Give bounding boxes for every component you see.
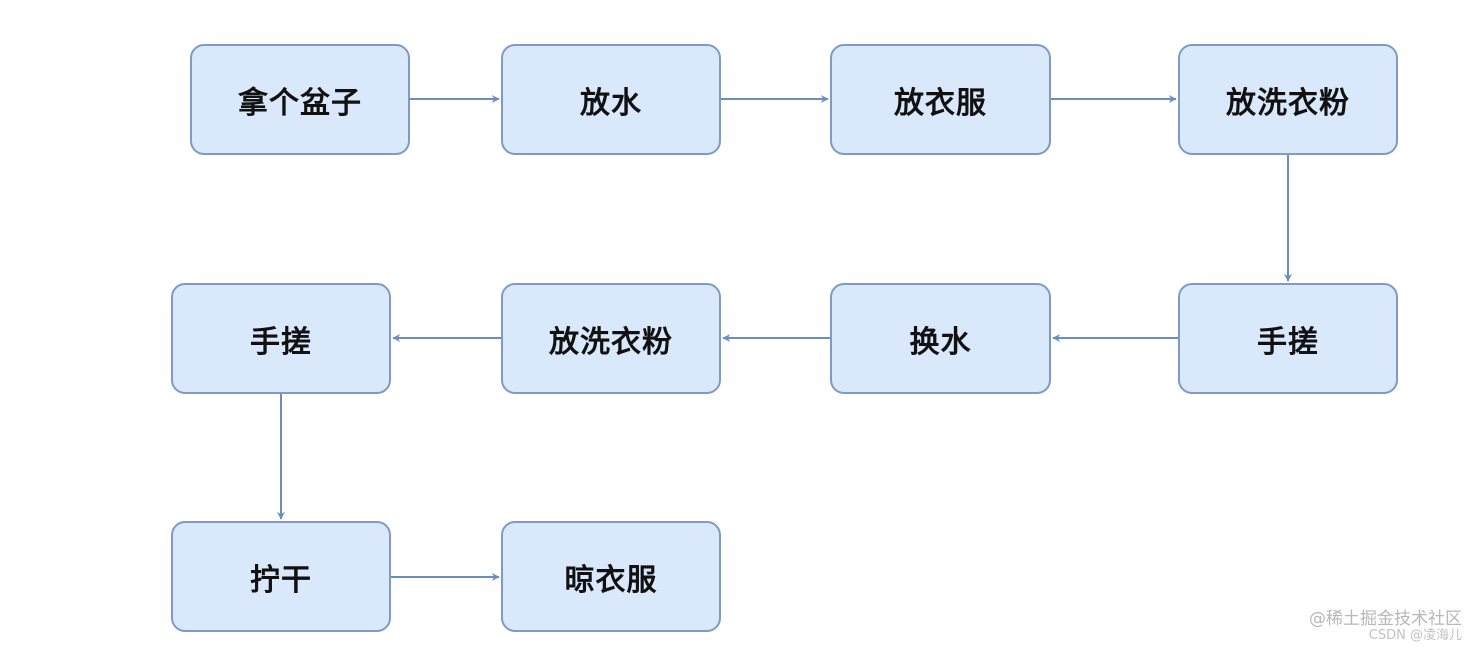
step-hang-clothes: 晾衣服 [501,521,721,632]
watermark-juejin: @稀土掘金技术社区 [1309,609,1462,629]
step-take-basin: 拿个盆子 [190,44,410,155]
step-label: 拧干 [250,562,312,598]
step-label: 换水 [909,324,972,360]
step-label: 放洗衣粉 [549,324,673,360]
step-add-detergent-1: 放洗衣粉 [1178,44,1398,155]
step-label: 放水 [580,85,642,121]
step-add-water: 放水 [501,44,721,155]
step-add-detergent-2: 放洗衣粉 [501,283,721,394]
watermark-csdn: CSDN @凌海儿 [1368,628,1462,643]
step-hand-scrub-1: 手搓 [1178,283,1398,394]
step-label: 手搓 [250,324,312,360]
step-label: 放衣服 [894,85,987,121]
step-add-clothes: 放衣服 [830,44,1051,155]
step-change-water: 换水 [830,283,1051,394]
step-label: 手搓 [1257,324,1319,360]
step-wring-dry: 拧干 [171,521,391,632]
step-label: 放洗衣粉 [1226,85,1350,121]
step-label: 晾衣服 [564,562,658,598]
step-hand-scrub-2: 手搓 [171,283,391,394]
step-label: 拿个盆子 [238,85,362,121]
